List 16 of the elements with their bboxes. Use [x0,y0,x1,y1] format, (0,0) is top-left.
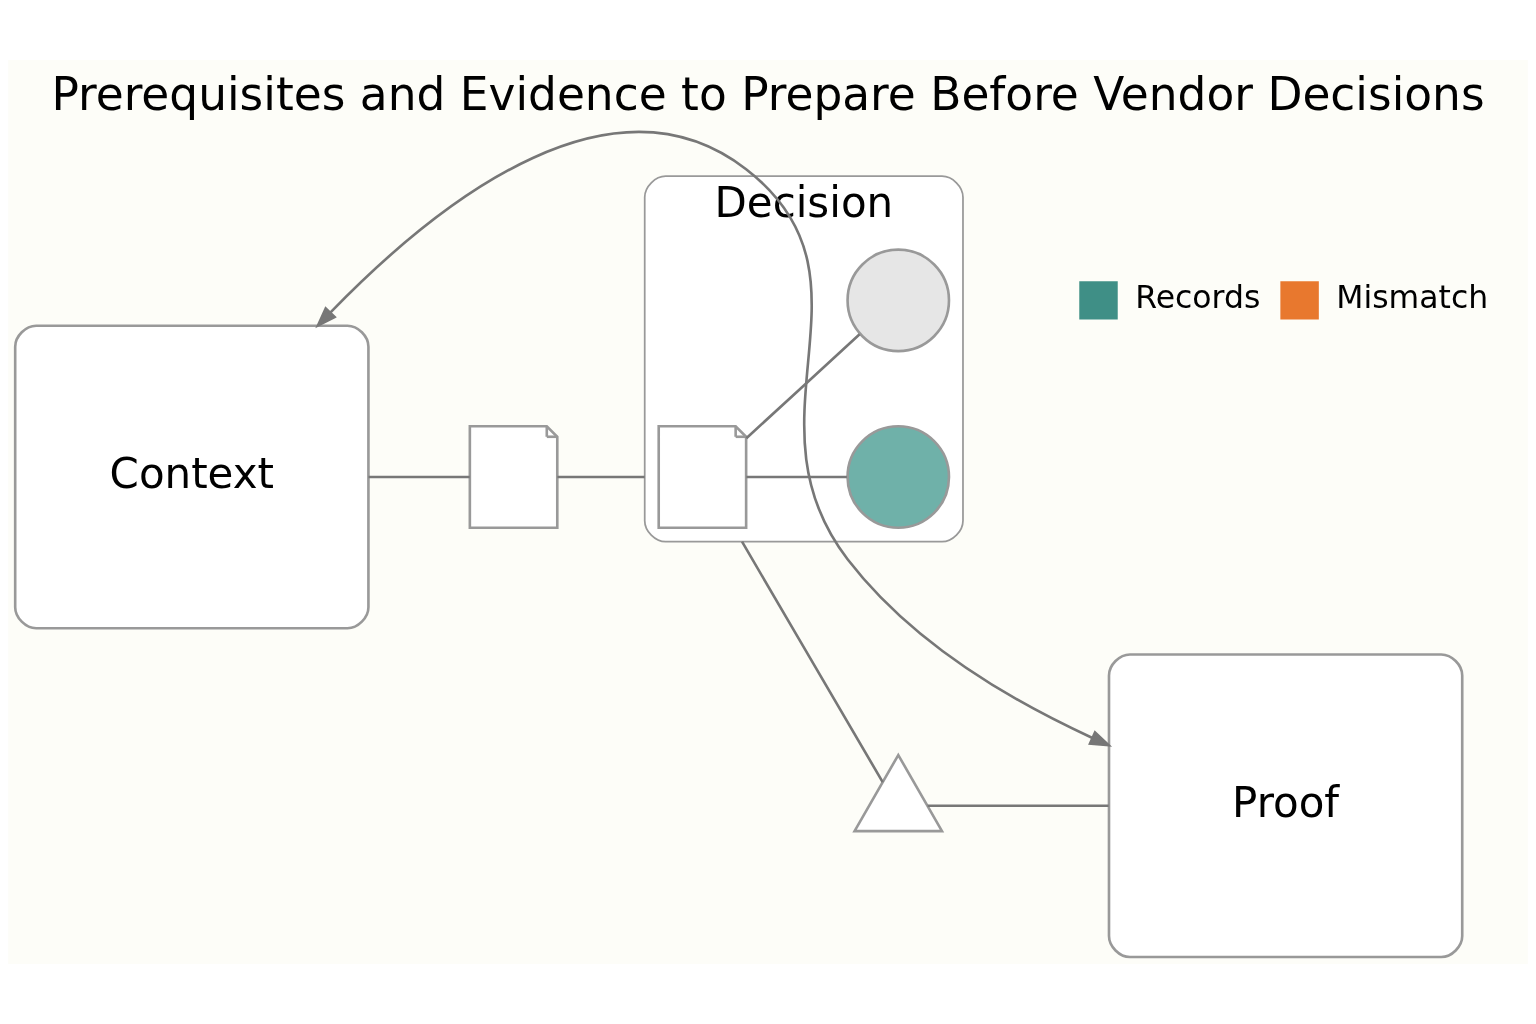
connector [368,475,470,479]
connector [927,804,1109,808]
node-circle [846,248,951,353]
connector [745,333,861,440]
connector [746,475,847,479]
node-circle [846,424,951,529]
diagram-title: Prerequisites and Evidence to Prepare Before Vendor Decisions [51,68,1485,122]
cluster: Decision [643,175,964,543]
legend-label: Mismatch [1336,279,1489,316]
connector [557,475,645,479]
legend-label: Records [1135,279,1261,316]
node-box: Context [13,324,370,630]
node-box: Proof [1107,653,1464,959]
arrow [315,130,1113,747]
node-triangle [852,752,945,833]
connector [740,541,884,783]
